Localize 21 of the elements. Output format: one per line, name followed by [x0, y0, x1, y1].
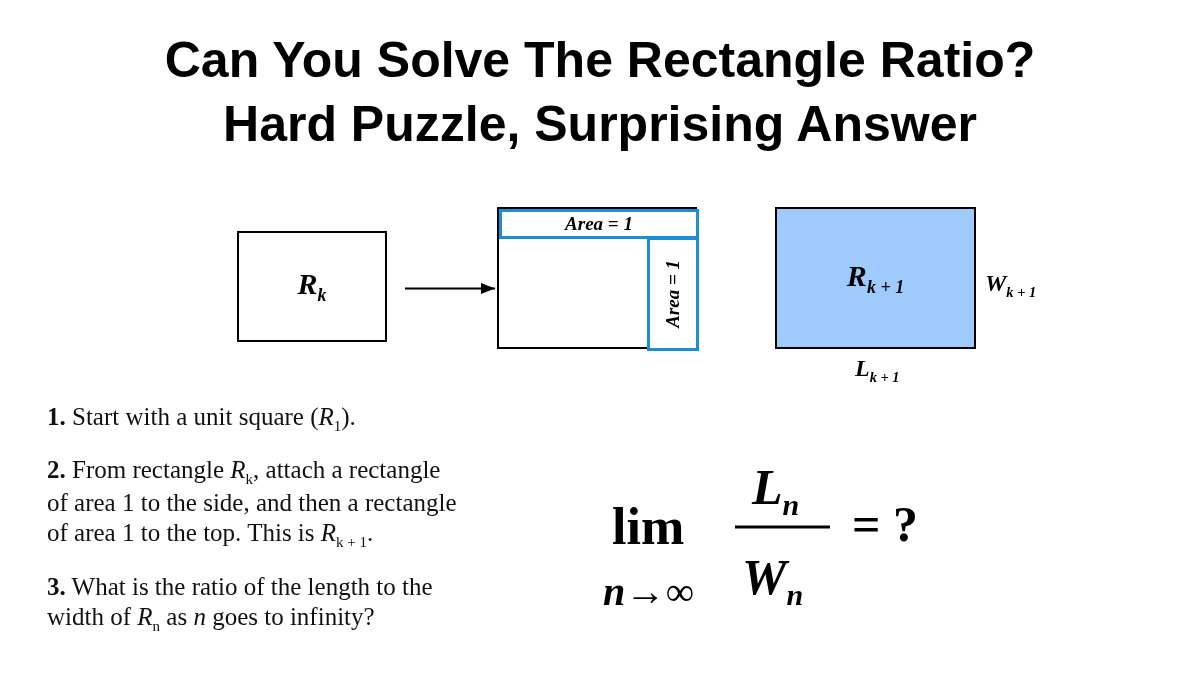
instruction-text: 1. Start with a unit square (R$_{1}$). [47, 402, 357, 435]
instruction-text: 3. What is the ratio of the length to the width of R$_{n}$ as n goes to infinity? [47, 572, 434, 635]
equals-question: = ? [852, 495, 918, 553]
composite-rectangle [497, 207, 697, 349]
denominator: W$_{n}$ [742, 548, 804, 612]
title: Can You Solve The Rectangle Ratio? Hard Puzzle, Surprising Answer [163, 31, 1037, 154]
area-strip [647, 237, 699, 351]
numerator: L$_{n}$ [752, 458, 800, 522]
arrow [404, 282, 496, 295]
instruction-text: 2. From rectangle R$_{k}$, attach a rectangle of area 1 to the side, and then a rectangle of area 1 to the top. This is R$_{k + 1}$. [47, 455, 458, 551]
limit-subscript: n→∞ [603, 568, 694, 615]
length-label: L$_{k + 1}$ [855, 355, 900, 386]
math-label: R$_{k + 1}$ [846, 258, 905, 298]
math-label: Area = 1 [662, 260, 684, 328]
area-strip [499, 209, 699, 239]
limit-symbol: lim [612, 497, 685, 556]
width-label: W$_{k + 1}$ [985, 270, 1037, 301]
math-label: Area = 1 [565, 213, 633, 235]
rectangle [237, 231, 387, 342]
math-label: R$_{k}$ [297, 267, 327, 306]
shaded-rectangle [775, 207, 976, 349]
